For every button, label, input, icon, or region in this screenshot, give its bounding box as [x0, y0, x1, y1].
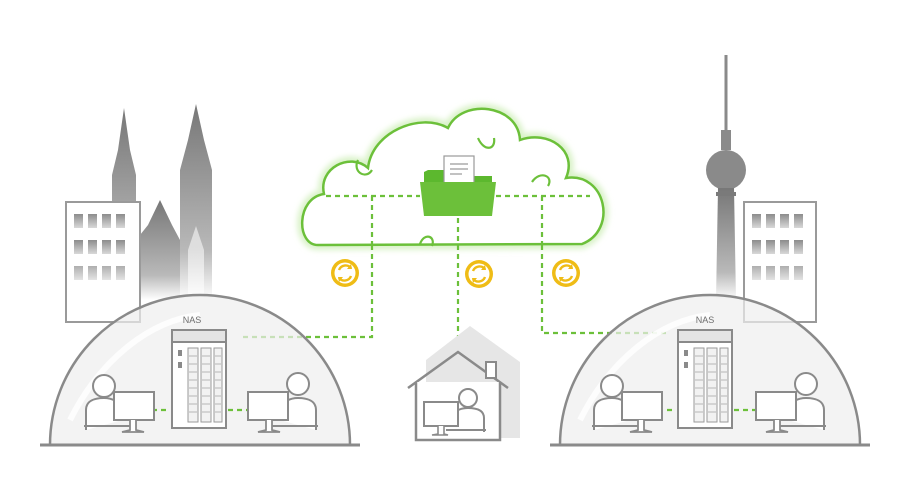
user-at-computer-icon — [247, 372, 318, 433]
nas-server-icon — [171, 329, 227, 429]
user-at-computer-icon — [84, 374, 155, 433]
nas-label: NAS — [183, 315, 202, 325]
folder-icon — [420, 155, 496, 216]
sync-icon — [465, 260, 493, 288]
sync-icon — [552, 259, 580, 287]
office-dome-left: NAS — [40, 293, 360, 447]
office-building-icon — [65, 201, 141, 323]
user-at-computer-icon — [755, 372, 826, 433]
user-at-computer-icon — [423, 388, 486, 436]
sync-icon — [331, 259, 359, 287]
nas-label: NAS — [696, 315, 715, 325]
user-at-computer-icon — [592, 374, 663, 433]
tv-tower-icon — [706, 55, 746, 300]
document-icon — [443, 155, 475, 185]
house-icon — [407, 326, 520, 442]
office-dome-right: NAS — [550, 293, 870, 447]
nas-server-icon — [677, 329, 733, 429]
